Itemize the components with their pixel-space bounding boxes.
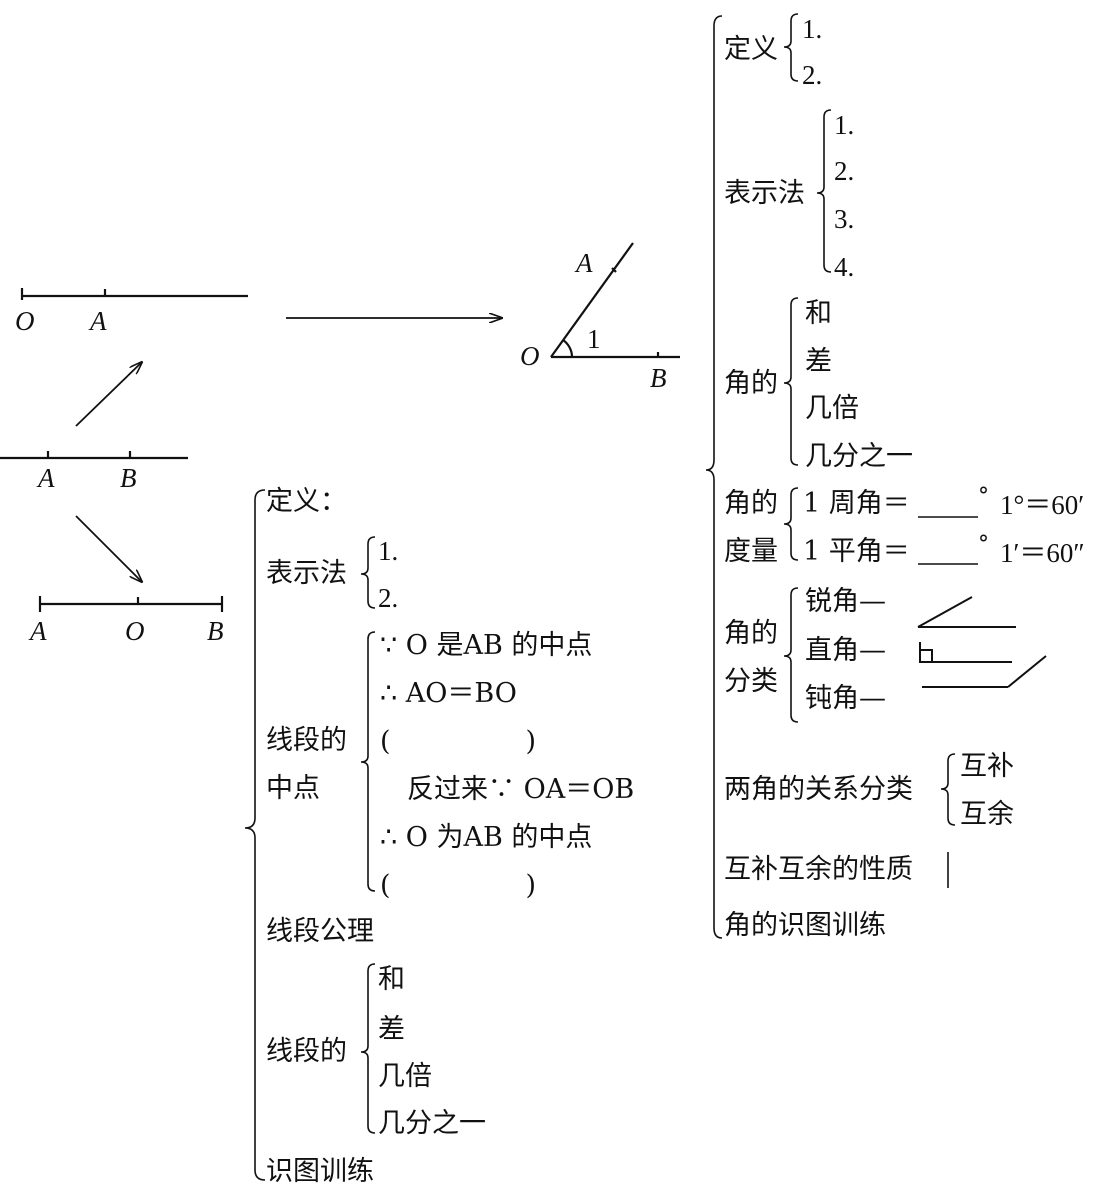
angle-classification-item: 直角—: [805, 635, 886, 666]
arrow-down: [75, 515, 142, 582]
angle-measure-row-degree: °: [978, 532, 989, 557]
angle-label-o: O: [520, 341, 540, 371]
segment-midpoint-label: 中点: [266, 773, 320, 804]
angle-operation-item: 几分之一: [805, 441, 913, 472]
angle-classification-item: 锐角—: [805, 586, 886, 617]
midpoint-converse-conclusion: ∴ O 为AB 的中点: [380, 822, 593, 853]
midpoint-reason-blank: ( ): [380, 870, 537, 901]
angle-measure-row-degree: °: [978, 484, 989, 509]
angle-notation-label: 表示法: [724, 178, 805, 209]
angle-operation-item: 几倍: [805, 393, 859, 424]
segment-midpoint-label: 线段的: [266, 725, 347, 756]
braces-segment: [244, 489, 376, 1181]
angle-relation-label: 两角的关系分类: [724, 774, 913, 805]
arrow-up: [75, 362, 142, 427]
angle-training: 角的识图训练: [724, 910, 886, 941]
angle-measure-row-fact: 1′＝60″: [1000, 538, 1085, 568]
angle-classification-item: 钝角—: [805, 683, 886, 714]
label-o-bottom: O: [125, 616, 145, 646]
braces-angle: [705, 13, 956, 939]
midpoint-given: ∵ O 是AB 的中点: [380, 630, 593, 661]
angle-measure-label: 度量: [724, 536, 778, 567]
angle-operation-item: 差: [805, 346, 832, 377]
angle-relation-item: 互补: [960, 751, 1014, 782]
label-o-top: O: [15, 306, 35, 336]
angle-notation-item: 1.: [834, 110, 855, 140]
label-a-bottom: A: [30, 616, 47, 646]
angle-label-a: A: [576, 248, 593, 278]
segment-notation-item: 1.: [378, 536, 399, 566]
angle-notation-item: 4.: [834, 252, 855, 282]
segment-operation-item: 几分之一: [378, 1108, 486, 1139]
angle-properties: 互补互余的性质: [724, 854, 913, 885]
angle-operation-item: 和: [805, 298, 832, 329]
angle-figure-lines: [550, 242, 680, 359]
label-b-bottom: B: [207, 616, 224, 646]
angle-operations-label: 角的: [724, 368, 778, 399]
segment-definition: 定义：: [266, 486, 347, 517]
segment-training: 识图训练: [266, 1156, 374, 1187]
angle-measure-label: 角的: [724, 488, 778, 519]
angle-classification-label: 分类: [724, 666, 778, 697]
angle-definition-item: 1.: [802, 14, 823, 44]
segment-axiom: 线段公理: [266, 916, 374, 947]
segment-notation-item: 2.: [378, 583, 399, 613]
angle-label-b: B: [650, 363, 667, 393]
midpoint-reason-blank: ( ): [380, 726, 537, 757]
midpoint-conclusion: ∴ AO＝BO: [380, 678, 517, 709]
midpoint-converse: 反过来∵ OA＝OB: [407, 774, 635, 805]
label-a-top: A: [90, 306, 107, 336]
segment-operation-item: 差: [378, 1014, 405, 1045]
angle-type-sketches: [917, 596, 1047, 688]
angle-measure-row-text: 1 周角＝: [803, 488, 910, 519]
segment-operation-item: 和: [378, 964, 405, 995]
label-b-middle: B: [120, 463, 137, 493]
angle-relation-item: 互余: [960, 799, 1014, 830]
angle-notation-item: 3.: [834, 204, 855, 234]
angle-definition-label: 定义: [724, 34, 778, 65]
angle-classification-label: 角的: [724, 618, 778, 649]
angle-notation-item: 2.: [834, 156, 855, 186]
angle-measure-row-fact: 1°＝60′: [1000, 490, 1085, 520]
angle-measure-row-text: 1 平角＝: [803, 536, 910, 567]
angle-label-1: 1: [587, 324, 601, 354]
angle-definition-item: 2.: [802, 60, 823, 90]
segment-operations-label: 线段的: [266, 1036, 347, 1067]
segment-notation-label: 表示法: [266, 558, 347, 589]
label-a-middle: A: [38, 463, 55, 493]
segment-operation-item: 几倍: [378, 1061, 432, 1092]
